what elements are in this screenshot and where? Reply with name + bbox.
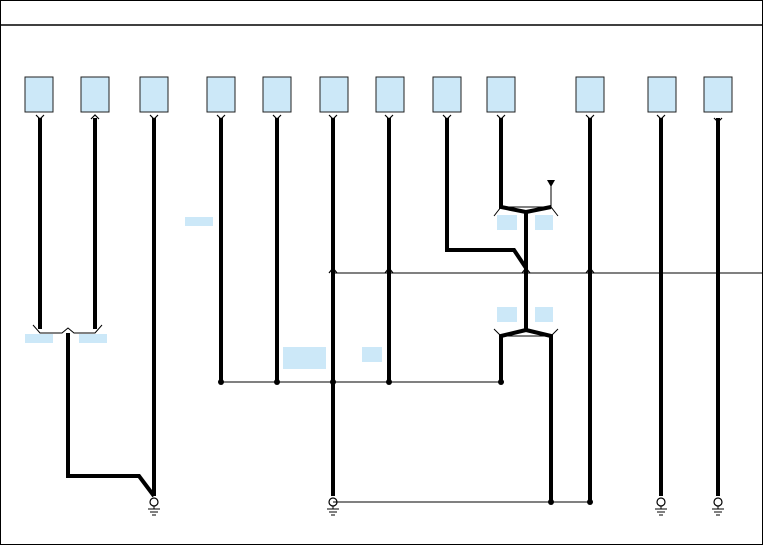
chevron-up-icon bbox=[328, 267, 338, 274]
connector-c9[interactable] bbox=[486, 76, 516, 113]
label-l3 bbox=[79, 334, 107, 343]
bracket-left bbox=[32, 324, 103, 334]
bracket-bottom bbox=[493, 328, 559, 337]
connector-c1[interactable] bbox=[24, 76, 54, 113]
connector-c5[interactable] bbox=[262, 76, 292, 113]
connector-c7[interactable] bbox=[375, 76, 405, 113]
splice-dot-icon bbox=[274, 379, 280, 385]
chevron-up-icon bbox=[521, 267, 531, 274]
wire-merge-to-ground bbox=[66, 333, 156, 498]
wire-chevrons bbox=[35, 114, 723, 274]
chevron-down-icon bbox=[496, 114, 506, 120]
wire-splice-up bbox=[525, 205, 552, 214]
chevron-down-icon bbox=[216, 114, 226, 120]
connector-c2[interactable] bbox=[80, 76, 110, 113]
chevron-up-icon bbox=[585, 267, 595, 274]
splice-dot-icon bbox=[218, 379, 224, 385]
ground-g3 bbox=[655, 497, 667, 516]
splice-dot-icon bbox=[587, 499, 593, 505]
chevron-down-icon bbox=[656, 114, 666, 120]
splice-dots bbox=[218, 379, 593, 505]
connector-c4[interactable] bbox=[206, 76, 236, 113]
wire-labels bbox=[25, 215, 553, 369]
arrow-down-icon bbox=[547, 180, 555, 187]
label-l2 bbox=[25, 334, 53, 343]
label-l5 bbox=[362, 347, 382, 362]
label-l6 bbox=[497, 215, 517, 230]
connector-c3[interactable] bbox=[139, 76, 169, 113]
connector-c10[interactable] bbox=[575, 76, 605, 113]
connector-c12[interactable] bbox=[703, 76, 733, 113]
label-l9 bbox=[535, 307, 553, 322]
chevron-down-icon bbox=[149, 114, 159, 120]
connector-c11[interactable] bbox=[647, 76, 677, 113]
chevron-down-icon bbox=[35, 114, 45, 120]
bracket-marks bbox=[32, 206, 559, 337]
chevron-up-icon bbox=[384, 267, 394, 274]
chevron-down-icon bbox=[272, 114, 282, 120]
chevron-down-icon bbox=[585, 114, 595, 120]
ground-g1 bbox=[148, 497, 160, 516]
chevron-down-icon bbox=[384, 114, 394, 120]
ground-g2 bbox=[327, 497, 339, 516]
label-l4 bbox=[283, 347, 326, 369]
chevron-up-icon bbox=[90, 114, 100, 120]
splice-dot-icon bbox=[386, 379, 392, 385]
splice-dot-icon bbox=[548, 499, 554, 505]
chevron-down-icon bbox=[713, 117, 723, 123]
chevron-down-icon bbox=[328, 114, 338, 120]
connector-c6[interactable] bbox=[319, 76, 349, 113]
label-l8 bbox=[497, 307, 517, 322]
chevron-down-icon bbox=[442, 114, 452, 120]
connector-row bbox=[24, 76, 733, 113]
wire-c8 bbox=[445, 118, 528, 270]
connector-c8[interactable] bbox=[432, 76, 462, 113]
bracket-top bbox=[493, 206, 559, 217]
splice-dot-icon bbox=[330, 379, 336, 385]
thin-wires bbox=[221, 185, 763, 503]
ground-g4 bbox=[712, 497, 724, 516]
label-l7 bbox=[535, 215, 553, 230]
splice-dot-icon bbox=[498, 379, 504, 385]
label-l1 bbox=[185, 217, 213, 226]
